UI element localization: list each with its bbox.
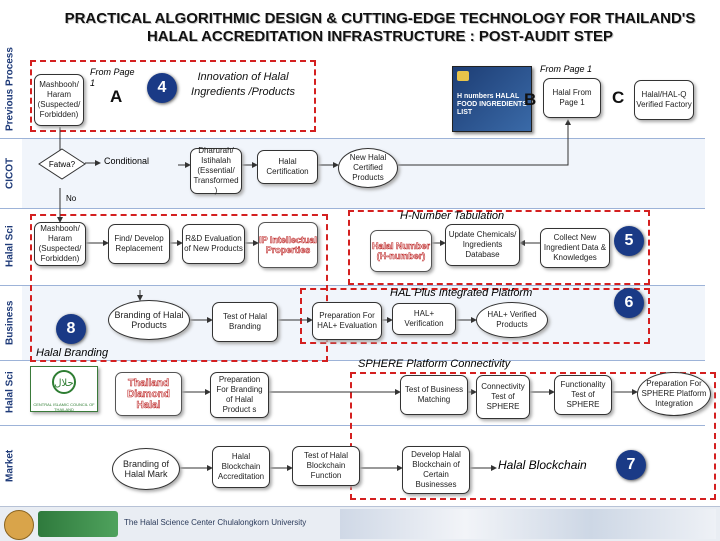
region-h-number	[348, 210, 650, 285]
region-sphere	[350, 372, 716, 500]
svg-text:حلال: حلال	[54, 378, 73, 389]
node-ip-properties: IP Intellectual Properties	[258, 222, 318, 268]
section-sphere: SPHERE Platform Connectivity	[358, 358, 511, 370]
connector-letter-c: C	[612, 88, 625, 107]
node-update-chemicals: Update Chemicals/ Ingredients Database	[445, 224, 520, 266]
h-numbers-book-image: H numbers HALAL FOOD INGREDIENTS LIST	[452, 66, 532, 132]
connector-from-page-1-right: From Page 1	[540, 64, 593, 74]
decision-fatwa: Fatwa?	[38, 148, 86, 180]
node-halal-verified-factory: Halal/HAL-Q Verified Factory	[634, 80, 694, 120]
node-mashbooh-haram: Mashbooh/ Haram (Suspected/ Forbidden)	[34, 74, 84, 126]
cicot-logo: حلال CENTRAL ISLAMIC COUNCIL OF THAILAND	[30, 366, 98, 412]
node-innovation: Innovation of Halal Ingredients /Product…	[191, 71, 295, 98]
lane-divider	[0, 285, 705, 286]
decision-diamond-shape	[38, 148, 86, 180]
node-preparation-branding: Preparation For Branding of Halal Produc…	[210, 372, 269, 418]
connector-from-page-1: From Page 1	[90, 67, 135, 88]
lab-photos-strip	[340, 509, 716, 539]
section-hal-plus-platform: HAL Plus Integrated Platform	[390, 287, 533, 299]
step-number-5: 5	[614, 226, 644, 256]
node-halal-number: Halal Number (H-number)	[370, 230, 432, 272]
decision-fatwa-label: Fatwa?	[48, 159, 76, 169]
node-collect-new: Collect New Ingredient Data & Knowledges	[540, 228, 610, 268]
lane-divider	[0, 138, 705, 139]
node-halal-certification: Halal Certification	[257, 150, 318, 184]
lane-divider	[0, 360, 705, 361]
node-test-business-matching: Test of Business Matching	[400, 375, 468, 415]
node-test-halal-branding: Test of Halal Branding	[212, 302, 278, 342]
lane-divider	[0, 208, 705, 209]
step-number-7: 7	[616, 450, 646, 480]
step-number-6: 6	[614, 288, 644, 318]
node-preparation-sphere: Preparation For SPHERE Platform Integrat…	[637, 372, 711, 416]
footer-text: The Halal Science Center Chulalongkorn U…	[124, 518, 307, 527]
node-preparation-hal-plus: Preparation For HAL+ Evaluation	[312, 302, 382, 340]
node-test-blockchain: Test of Halal Blockchain Function	[292, 446, 360, 486]
section-halal-branding: Halal Branding	[36, 347, 109, 359]
node-rd-evaluation: R&D Evaluation of New Products	[182, 224, 245, 264]
region-hal-plus	[300, 288, 650, 344]
label-no: No	[66, 194, 77, 203]
node-blockchain-accreditation: Halal Blockchain Accreditation	[212, 446, 270, 488]
section-halal-blockchain: Halal Blockchain	[498, 458, 587, 472]
university-seal-icon	[4, 510, 34, 540]
node-thailand-diamond: Thailand Diamond Halal	[115, 372, 182, 416]
node-new-halal-products: New Halal Certified Products	[338, 148, 398, 188]
node-dharurah: Dharurah/ Istihalah (Essential/ Transfor…	[190, 146, 242, 195]
footer-banner: The Halal Science Center Chulalongkorn U…	[0, 506, 720, 541]
node-branding-mark: Branding of Halal Mark	[112, 448, 180, 490]
node-mashbooh-haram-2: Mashbooh/ Haram (Suspected/ Forbidden)	[34, 222, 86, 266]
node-branding-products: Branding of Halal Products	[108, 300, 190, 340]
cicot-logo-text: CENTRAL ISLAMIC COUNCIL OF THAILAND	[33, 402, 95, 412]
label-conditional: Conditional	[104, 156, 150, 166]
halal-center-logo	[38, 511, 118, 537]
cicot-logo-icon: حلال	[52, 370, 76, 394]
region-innovation	[30, 60, 316, 132]
node-connectivity-test: Connectivity Test of SPHERE	[476, 375, 530, 419]
lane-divider	[0, 425, 705, 426]
section-h-number-tabulation: H-Number Tabulation	[400, 210, 505, 222]
step-number-8: 8	[56, 314, 86, 344]
node-functionality-test: Functionality Test of SPHERE	[554, 375, 612, 415]
node-hal-plus-verified-products: HAL+ Verified Products	[476, 302, 548, 338]
connector-letter-a: A	[110, 87, 123, 106]
page-title: PRACTICAL ALGORITHMIC DESIGN & CUTTING-E…	[64, 10, 696, 45]
connector-letter-b: B	[524, 90, 537, 109]
node-develop-blockchain: Develop Halal Blockchain of Certain Busi…	[402, 446, 470, 494]
step-number-4: 4	[147, 73, 177, 103]
node-halal-from-page-1: Halal From Page 1	[543, 78, 601, 118]
node-find-develop: Find/ Develop Replacement	[108, 224, 170, 264]
book-emblem-icon	[457, 71, 469, 81]
book-cover-text: H numbers HALAL FOOD INGREDIENTS LIST	[457, 93, 528, 116]
node-hal-plus-verification: HAL+ Verification	[392, 303, 456, 335]
